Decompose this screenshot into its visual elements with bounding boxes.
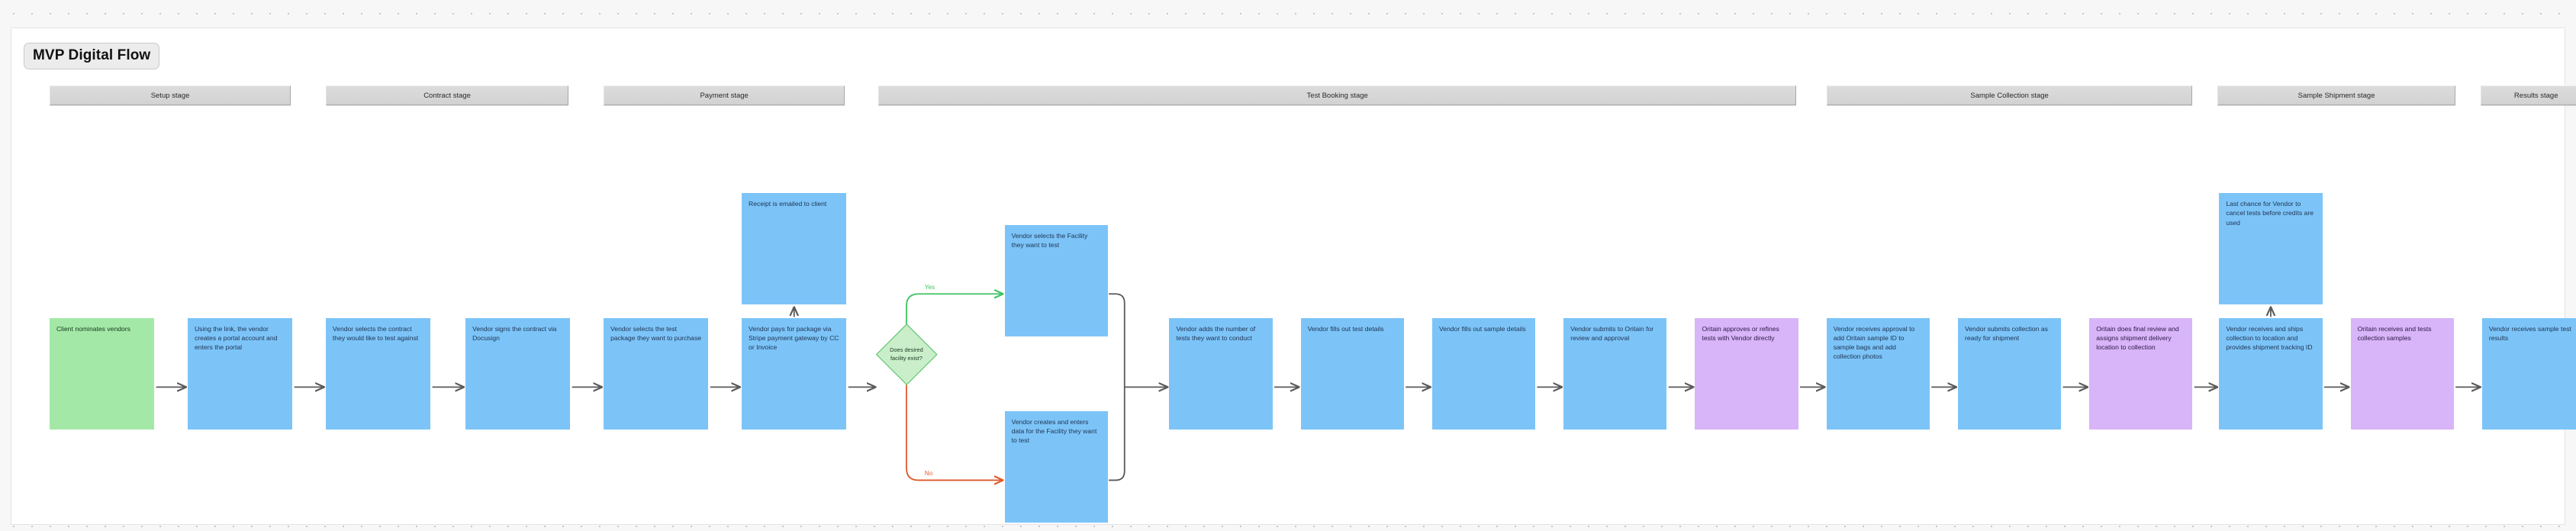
flow-node-n03[interactable]: Vendor selects the contract they would l… [325, 317, 431, 430]
flow-node-text: Vendor receives and ships collection to … [2226, 324, 2313, 352]
stage-header-label: Sample Shipment stage [2297, 91, 2375, 100]
flow-node-text: Vendor adds the number of tests they wan… [1176, 324, 1256, 342]
flow-node-n09[interactable]: Vendor creates and enters data for the F… [1004, 410, 1108, 523]
flow-node-n13[interactable]: Vendor submits to Oritain for review and… [1563, 317, 1667, 430]
flow-node-text: Vendor selects the test package they wan… [610, 324, 702, 342]
stage-header-2[interactable]: Contract stage [325, 85, 569, 105]
branch-label-no: No [923, 470, 935, 478]
page-title[interactable]: MVP Digital Flow [24, 43, 160, 69]
flow-node-text: Using the link, the vendor creates a por… [194, 324, 278, 352]
decision-node-facility-exists[interactable]: Does desired facility exist? [875, 323, 937, 385]
stage-header-label: Payment stage [700, 91, 749, 100]
stage-header-label: Results stage [2513, 91, 2558, 100]
flow-node-text: Vendor pays for package via Stripe payme… [749, 324, 839, 352]
flow-node-n08[interactable]: Vendor selects the Facility they want to… [1004, 224, 1108, 336]
stage-header-label: Contract stage [423, 91, 471, 100]
flow-node-n16[interactable]: Vendor submits collection as ready for s… [1958, 317, 2062, 430]
stage-header-label: Sample Collection stage [1970, 91, 2049, 100]
flow-node-text: Last chance for Vendor to cancel tests b… [2226, 200, 2314, 227]
flow-node-text: Vendor selects the contract they would l… [332, 324, 419, 342]
stage-header-label: Setup stage [150, 91, 190, 100]
flow-node-n21[interactable]: Vendor receives sample test results [2481, 317, 2576, 430]
diamond-shape [875, 323, 937, 385]
flow-node-n19[interactable]: Vendor receives and ships collection to … [2219, 317, 2323, 430]
flow-node-text: Client nominates vendors [56, 324, 130, 333]
flow-node-n04[interactable]: Vendor signs the contract via Docusign [465, 317, 571, 430]
branch-label-yes: Yes [923, 284, 936, 291]
flow-node-n10[interactable]: Vendor adds the number of tests they wan… [1169, 317, 1273, 430]
flow-node-text: Vendor fills out sample details [1438, 324, 1526, 333]
stage-header-7[interactable]: Results stage [2480, 85, 2576, 105]
flow-node-n01[interactable]: Client nominates vendors [49, 317, 155, 430]
flow-node-text: Vendor signs the contract via Docusign [472, 324, 557, 342]
flow-node-n06[interactable]: Vendor pays for package via Stripe payme… [742, 317, 847, 430]
flow-node-text: Vendor fills out test details [1307, 324, 1384, 333]
flow-node-text: Vendor creates and enters data for the F… [1011, 417, 1097, 445]
stage-header-label: Test Booking stage [1306, 91, 1368, 100]
flow-node-n14[interactable]: Oritain approves or refines tests with V… [1695, 317, 1798, 430]
flow-node-n11[interactable]: Vendor fills out test details [1300, 317, 1404, 430]
flow-node-text: Oritain receives and tests collection sa… [2357, 324, 2432, 342]
flow-node-text: Oritain approves or refines tests with V… [1702, 324, 1779, 342]
flow-node-n20[interactable]: Oritain receives and tests collection sa… [2350, 317, 2454, 430]
stage-header-1[interactable]: Setup stage [49, 85, 291, 105]
flow-node-n12[interactable]: Vendor fills out sample details [1431, 317, 1536, 430]
flow-node-text: Vendor receives approval to add Oritain … [1833, 324, 1915, 361]
flow-node-text: Vendor submits collection as ready for s… [1965, 324, 2048, 342]
board-frame [11, 27, 2565, 525]
flow-node-n15[interactable]: Vendor receives approval to add Oritain … [1826, 317, 1930, 430]
flow-node-text: Vendor selects the Facility they want to… [1011, 231, 1088, 249]
flow-node-text: Vendor submits to Oritain for review and… [1570, 324, 1654, 342]
flow-node-text: Vendor receives sample test results [2488, 324, 2571, 342]
flow-node-text: Receipt is emailed to client [749, 200, 827, 208]
flow-node-n02[interactable]: Using the link, the vendor creates a por… [187, 317, 293, 430]
flow-node-n17[interactable]: Oritain does final review and assigns sh… [2089, 317, 2193, 430]
flow-node-n05[interactable]: Vendor selects the test package they wan… [604, 317, 709, 430]
flow-node-text: Oritain does final review and assigns sh… [2096, 324, 2179, 352]
stage-header-4[interactable]: Test Booking stage [877, 85, 1797, 105]
flow-node-n07[interactable]: Receipt is emailed to client [742, 193, 847, 305]
stage-header-5[interactable]: Sample Collection stage [1826, 85, 2193, 105]
stage-header-3[interactable]: Payment stage [604, 85, 845, 105]
flow-node-n18[interactable]: Last chance for Vendor to cancel tests b… [2219, 193, 2323, 305]
stage-header-6[interactable]: Sample Shipment stage [2217, 85, 2455, 105]
